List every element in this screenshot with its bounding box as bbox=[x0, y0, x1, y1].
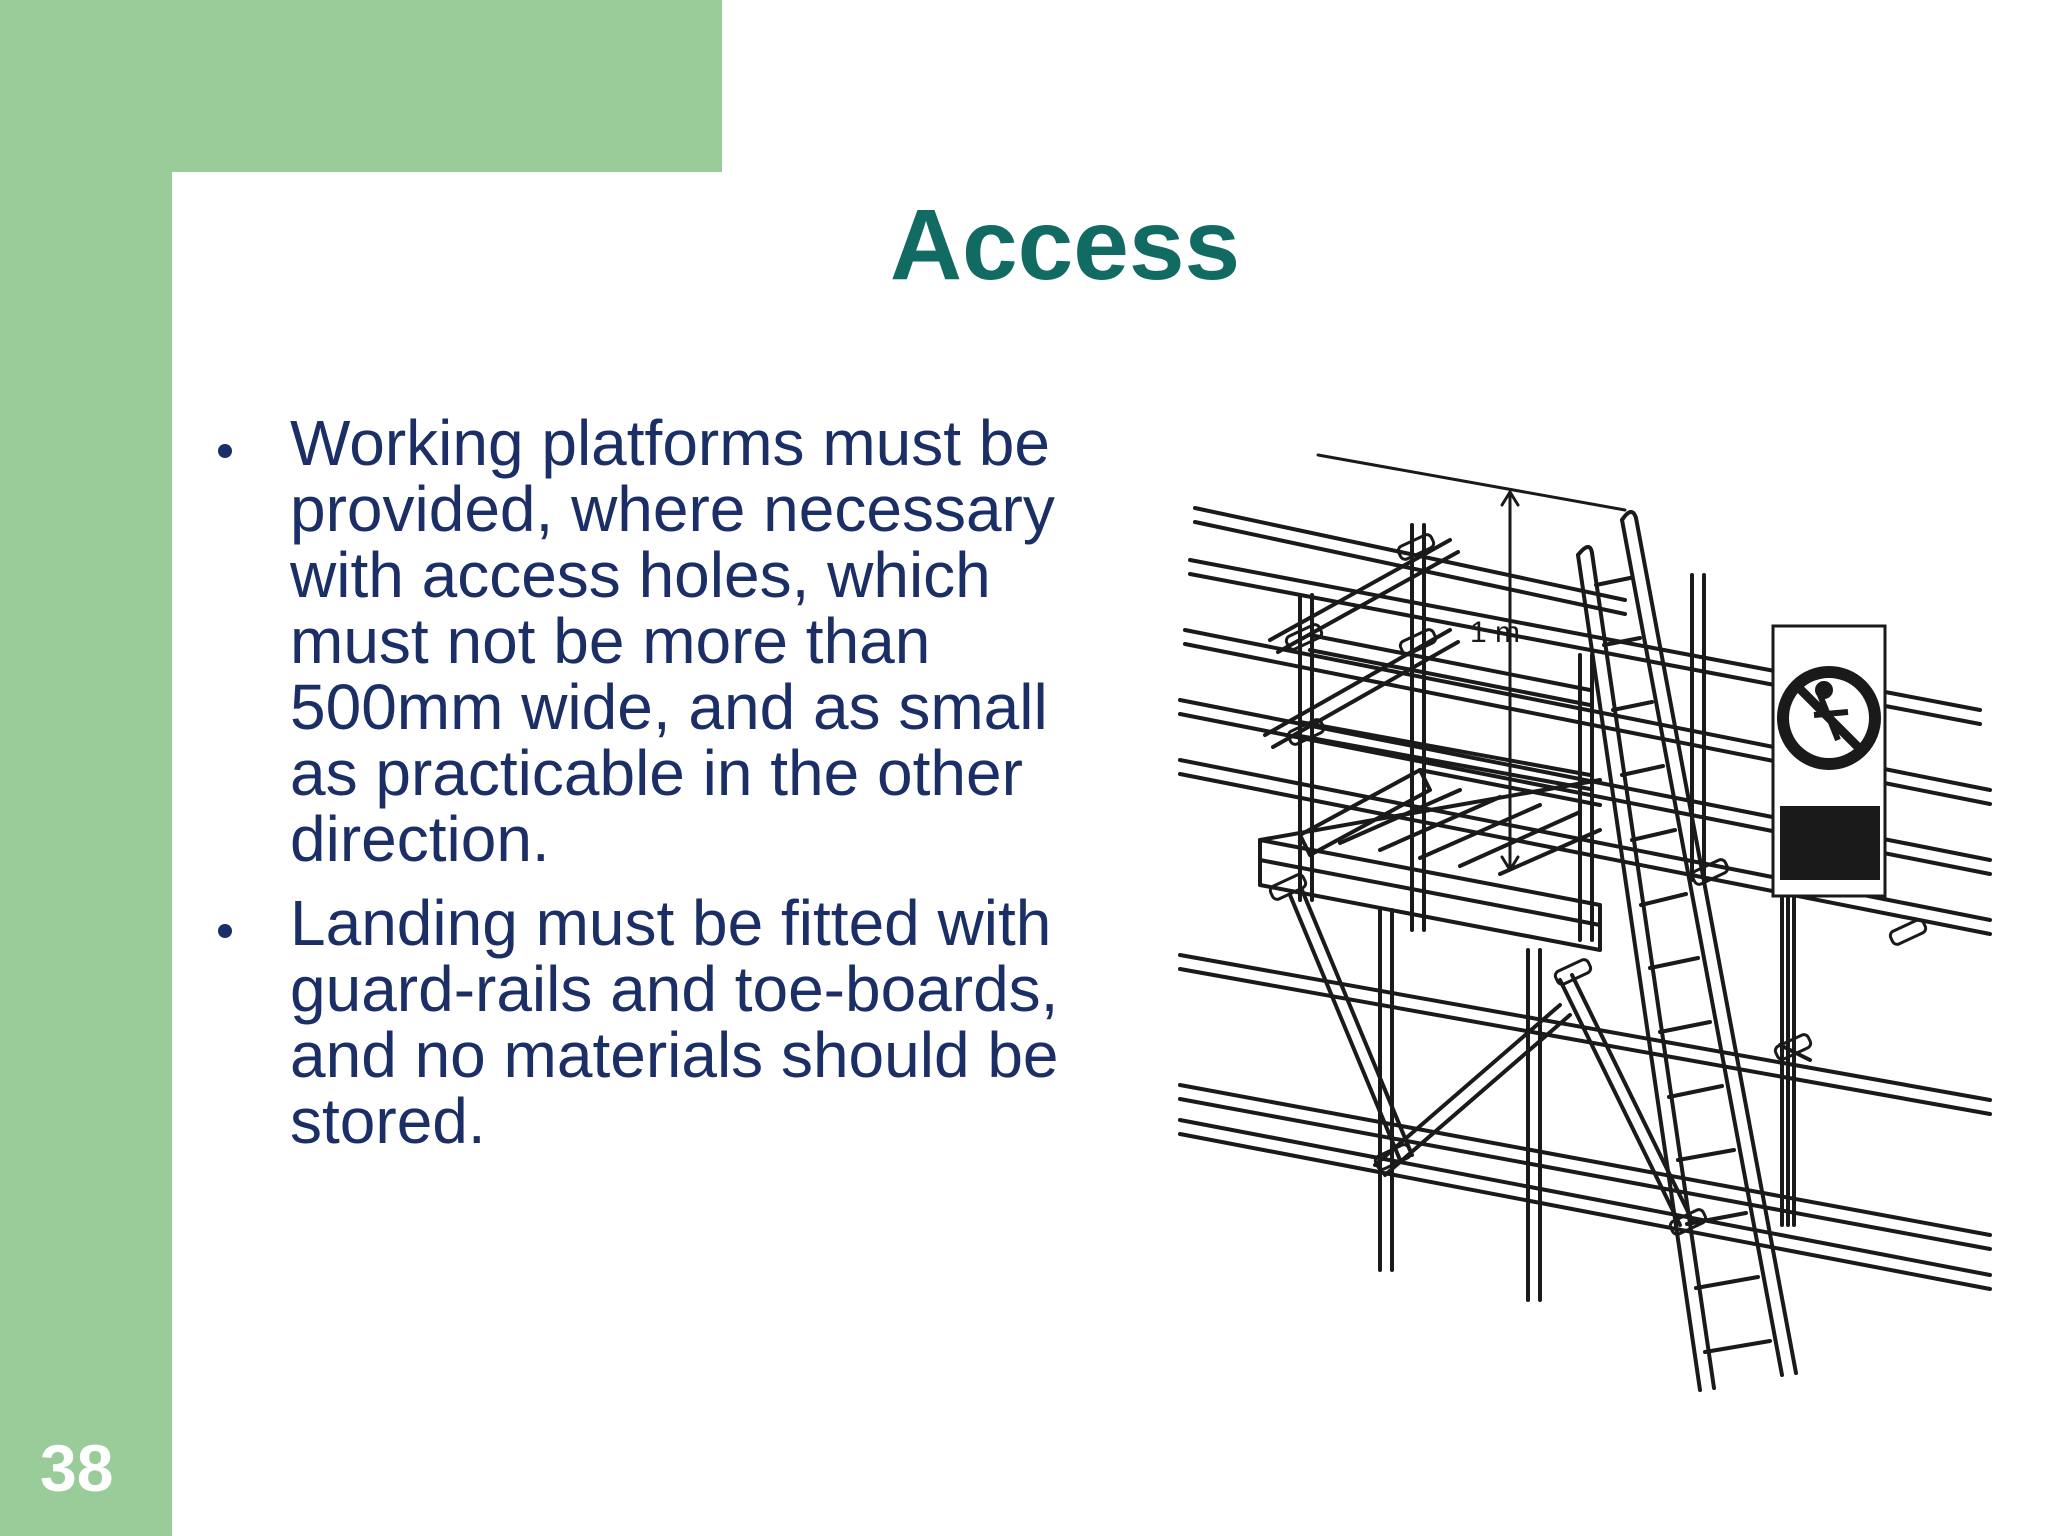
scaffold-illustration: 1 m bbox=[1178, 453, 1992, 1392]
landing-guard-rails bbox=[1263, 538, 1592, 791]
top-green-band bbox=[0, 0, 722, 172]
prohibition-sign bbox=[1771, 624, 1887, 898]
bullet-text: Landing must be fitted with guard-rails … bbox=[290, 887, 1059, 1157]
slide-title: Access bbox=[889, 189, 1241, 301]
bullet-dot-icon bbox=[218, 444, 232, 458]
bullet-item: Landing must be fitted with guard-rails … bbox=[200, 890, 1080, 1154]
landing-platform bbox=[1258, 768, 1602, 952]
bullet-dot-icon bbox=[218, 924, 232, 938]
dimension-label: 1 m bbox=[1470, 616, 1520, 649]
bullet-text: Working platforms must be provided, wher… bbox=[290, 407, 1055, 875]
diagonal-braces bbox=[1288, 888, 1812, 1227]
sidebar-green-band bbox=[0, 0, 172, 1536]
ladder bbox=[1576, 510, 1798, 1392]
bullet-list: Working platforms must be provided, wher… bbox=[200, 410, 1080, 1172]
content-panel bbox=[172, 172, 2048, 1536]
page-number: 38 bbox=[40, 1431, 114, 1505]
scaffold-standards bbox=[1298, 523, 1796, 1302]
bullet-item: Working platforms must be provided, wher… bbox=[200, 410, 1080, 872]
